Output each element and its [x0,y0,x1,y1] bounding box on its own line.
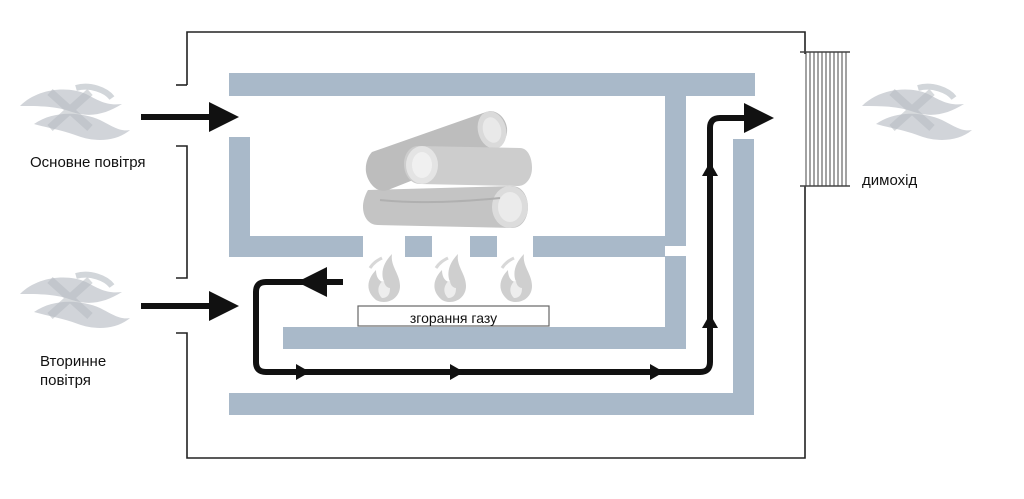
secondary-air-label-line2: повітря [40,372,91,389]
firewood-icon [363,111,532,228]
firebox-baffles [229,73,755,415]
gas-combustion-box [357,305,550,327]
flame-icon [366,252,534,304]
secondary-air-label-line1: Вторинне [40,353,107,370]
chimney-label: димохід [862,172,918,189]
air-intake-bracket [176,145,188,279]
primary-air-label: Основне повітря [30,154,146,171]
secondary-air-label: Вторинне повітря [40,352,106,390]
airflow-arrows [141,102,774,375]
gas-combustion-label: згорання газу [409,310,498,326]
airflow-direction-markers [296,162,718,380]
chimney-grille [800,51,850,187]
stove-outline [176,31,806,459]
